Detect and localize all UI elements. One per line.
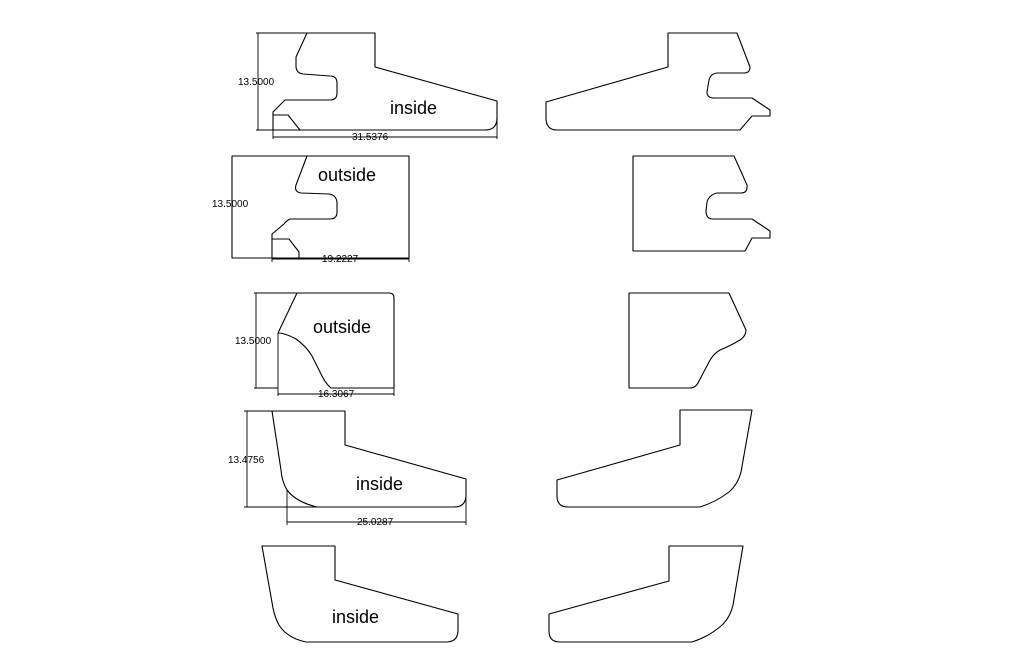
profile-2-left-outline <box>271 155 338 259</box>
profile-5-label: inside <box>332 607 379 627</box>
profile-1-right-outline <box>545 32 771 131</box>
profile-4-left: 13.4756 25.0287 inside <box>228 410 467 528</box>
profile-3-right-outline <box>628 292 747 389</box>
profile-4-height-dim: 13.4756 <box>228 455 265 466</box>
profile-5-right-outline <box>548 545 744 643</box>
profile-2-left-inner-bevel <box>271 238 300 259</box>
profile-1-left-inner-bevel <box>272 114 301 131</box>
profile-3-height-dim: 13.5000 <box>235 336 272 347</box>
profile-2-width-dim: 19.2227 <box>322 254 359 265</box>
profile-3-left: 13.5000 16.3067 outside <box>235 292 395 400</box>
profile-3-right <box>628 292 747 389</box>
profile-3-width-dim: 16.3067 <box>318 389 355 400</box>
profile-2-right <box>632 155 771 252</box>
profile-4-label: inside <box>356 474 403 494</box>
profile-5-left-outline <box>261 545 459 643</box>
profile-1-height-dim: 13.5000 <box>238 77 275 88</box>
profile-2-label: outside <box>318 165 376 185</box>
profile-1-width-dim: 31.5376 <box>352 132 389 143</box>
profile-1-left-outline <box>272 32 498 131</box>
profile-4-right <box>556 409 753 508</box>
profile-1-right <box>545 32 771 131</box>
profile-2-height-dim: 13.5000 <box>212 199 249 210</box>
profile-3-label: outside <box>313 317 371 337</box>
profile-4-right-outline <box>556 409 753 508</box>
profile-5-right <box>548 545 744 643</box>
profile-1-label: inside <box>390 98 437 118</box>
profile-1-left: 13.5000 31.5376 inside <box>238 32 498 143</box>
profile-5-left: inside <box>261 545 459 643</box>
profile-4-width-dim: 25.0287 <box>357 517 394 528</box>
profile-2-right-outline <box>632 155 771 252</box>
profile-3-left-outline <box>277 292 395 389</box>
profile-2-left: 13.5000 19.2227 outside <box>212 155 410 265</box>
